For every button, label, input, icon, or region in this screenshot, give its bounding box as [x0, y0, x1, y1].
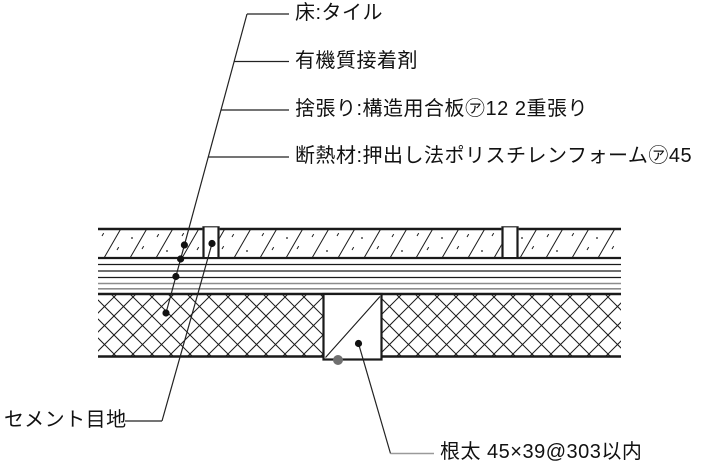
leader-line-cement-joint	[125, 243, 213, 422]
anchor-dot-subfloor	[172, 272, 180, 281]
tile-layer-speckles	[101, 232, 615, 252]
callout-floor-tile: 床:タイル	[295, 2, 384, 25]
joist-diagonal-mark	[325, 296, 381, 358]
anchor-dot-adhesive	[177, 255, 185, 263]
anchor-dot-tile	[180, 241, 188, 249]
cement-joint-notch-right	[501, 226, 519, 259]
tile-layer-hatch	[103, 229, 616, 258]
leader-anchor-dots	[162, 241, 188, 317]
callout-adhesive: 有機質接着剤	[295, 49, 418, 72]
leader-line-joist	[357, 343, 434, 455]
leader-line-main	[165, 13, 289, 314]
callout-insulation: 断熱材:押出し法ポリスチレンフォーム㋐45	[295, 145, 693, 168]
callout-joist: 根太 45×39@303以内	[440, 440, 643, 463]
joist-corner-gray-dot	[333, 355, 343, 365]
callout-subfloor: 捨張り:構造用合板㋐12 2重張り	[295, 98, 588, 121]
anchor-dot-insulation	[162, 309, 170, 317]
joist-section	[322, 292, 383, 365]
anchor-dot-cement-joint	[208, 239, 216, 248]
callout-cement-joint: セメント目地	[4, 409, 127, 432]
anchor-dot-joist	[354, 339, 363, 348]
plywood-layer-lines	[98, 263, 621, 290]
